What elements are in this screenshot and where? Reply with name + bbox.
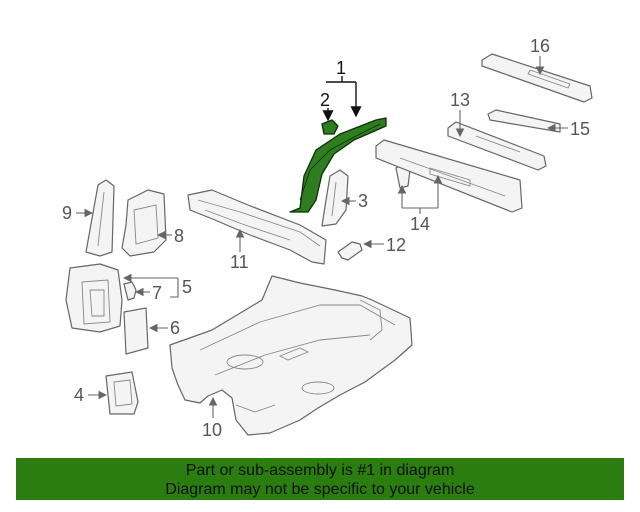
callout-3: 3 <box>358 191 368 211</box>
callout-14: 14 <box>410 214 430 234</box>
parts-diagram: 1 2 3 4 5 6 7 8 9 10 11 12 13 14 15 16 <box>62 36 593 440</box>
callout-13: 13 <box>450 90 470 110</box>
part-1-pillar-trim-highlighted <box>289 117 387 213</box>
callout-4: 4 <box>74 385 84 405</box>
callout-6: 6 <box>170 318 180 338</box>
callout-7: 7 <box>152 283 162 303</box>
callout-1: 1 <box>336 58 346 78</box>
callout-8: 8 <box>174 226 184 246</box>
part-15-cover <box>447 121 547 171</box>
banner-line-1: Part or sub-assembly is #1 in diagram <box>185 462 455 479</box>
part-13-sill-plate <box>375 139 523 213</box>
callout-11: 11 <box>230 252 249 272</box>
banner-line-2: Diagram may not be specific to your vehi… <box>165 481 475 498</box>
callout-10: 10 <box>202 420 222 440</box>
callout-9: 9 <box>62 203 72 223</box>
callout-12: 12 <box>386 235 406 255</box>
part-7-clip <box>123 281 137 301</box>
part-10-floor-carpet <box>169 275 413 436</box>
part-4-panel <box>105 371 139 415</box>
part-2-clip <box>321 119 339 135</box>
leader-lines <box>76 56 568 418</box>
info-banner: Part or sub-assembly is #1 in diagram Di… <box>16 458 624 500</box>
part-8-pillar-trim <box>121 189 167 257</box>
callout-2: 2 <box>320 90 330 110</box>
part-12-bolt <box>337 241 363 261</box>
callout-15: 15 <box>570 119 590 139</box>
part-6-panel <box>123 307 149 355</box>
part-3-trim <box>321 169 349 227</box>
part-11-trim-panel <box>187 189 327 265</box>
part-16-scuff-plate <box>481 53 593 133</box>
callout-5: 5 <box>182 277 192 297</box>
part-5-quarter-panel <box>65 263 123 333</box>
callout-16: 16 <box>530 36 550 56</box>
part-9-pillar-trim <box>85 179 115 257</box>
